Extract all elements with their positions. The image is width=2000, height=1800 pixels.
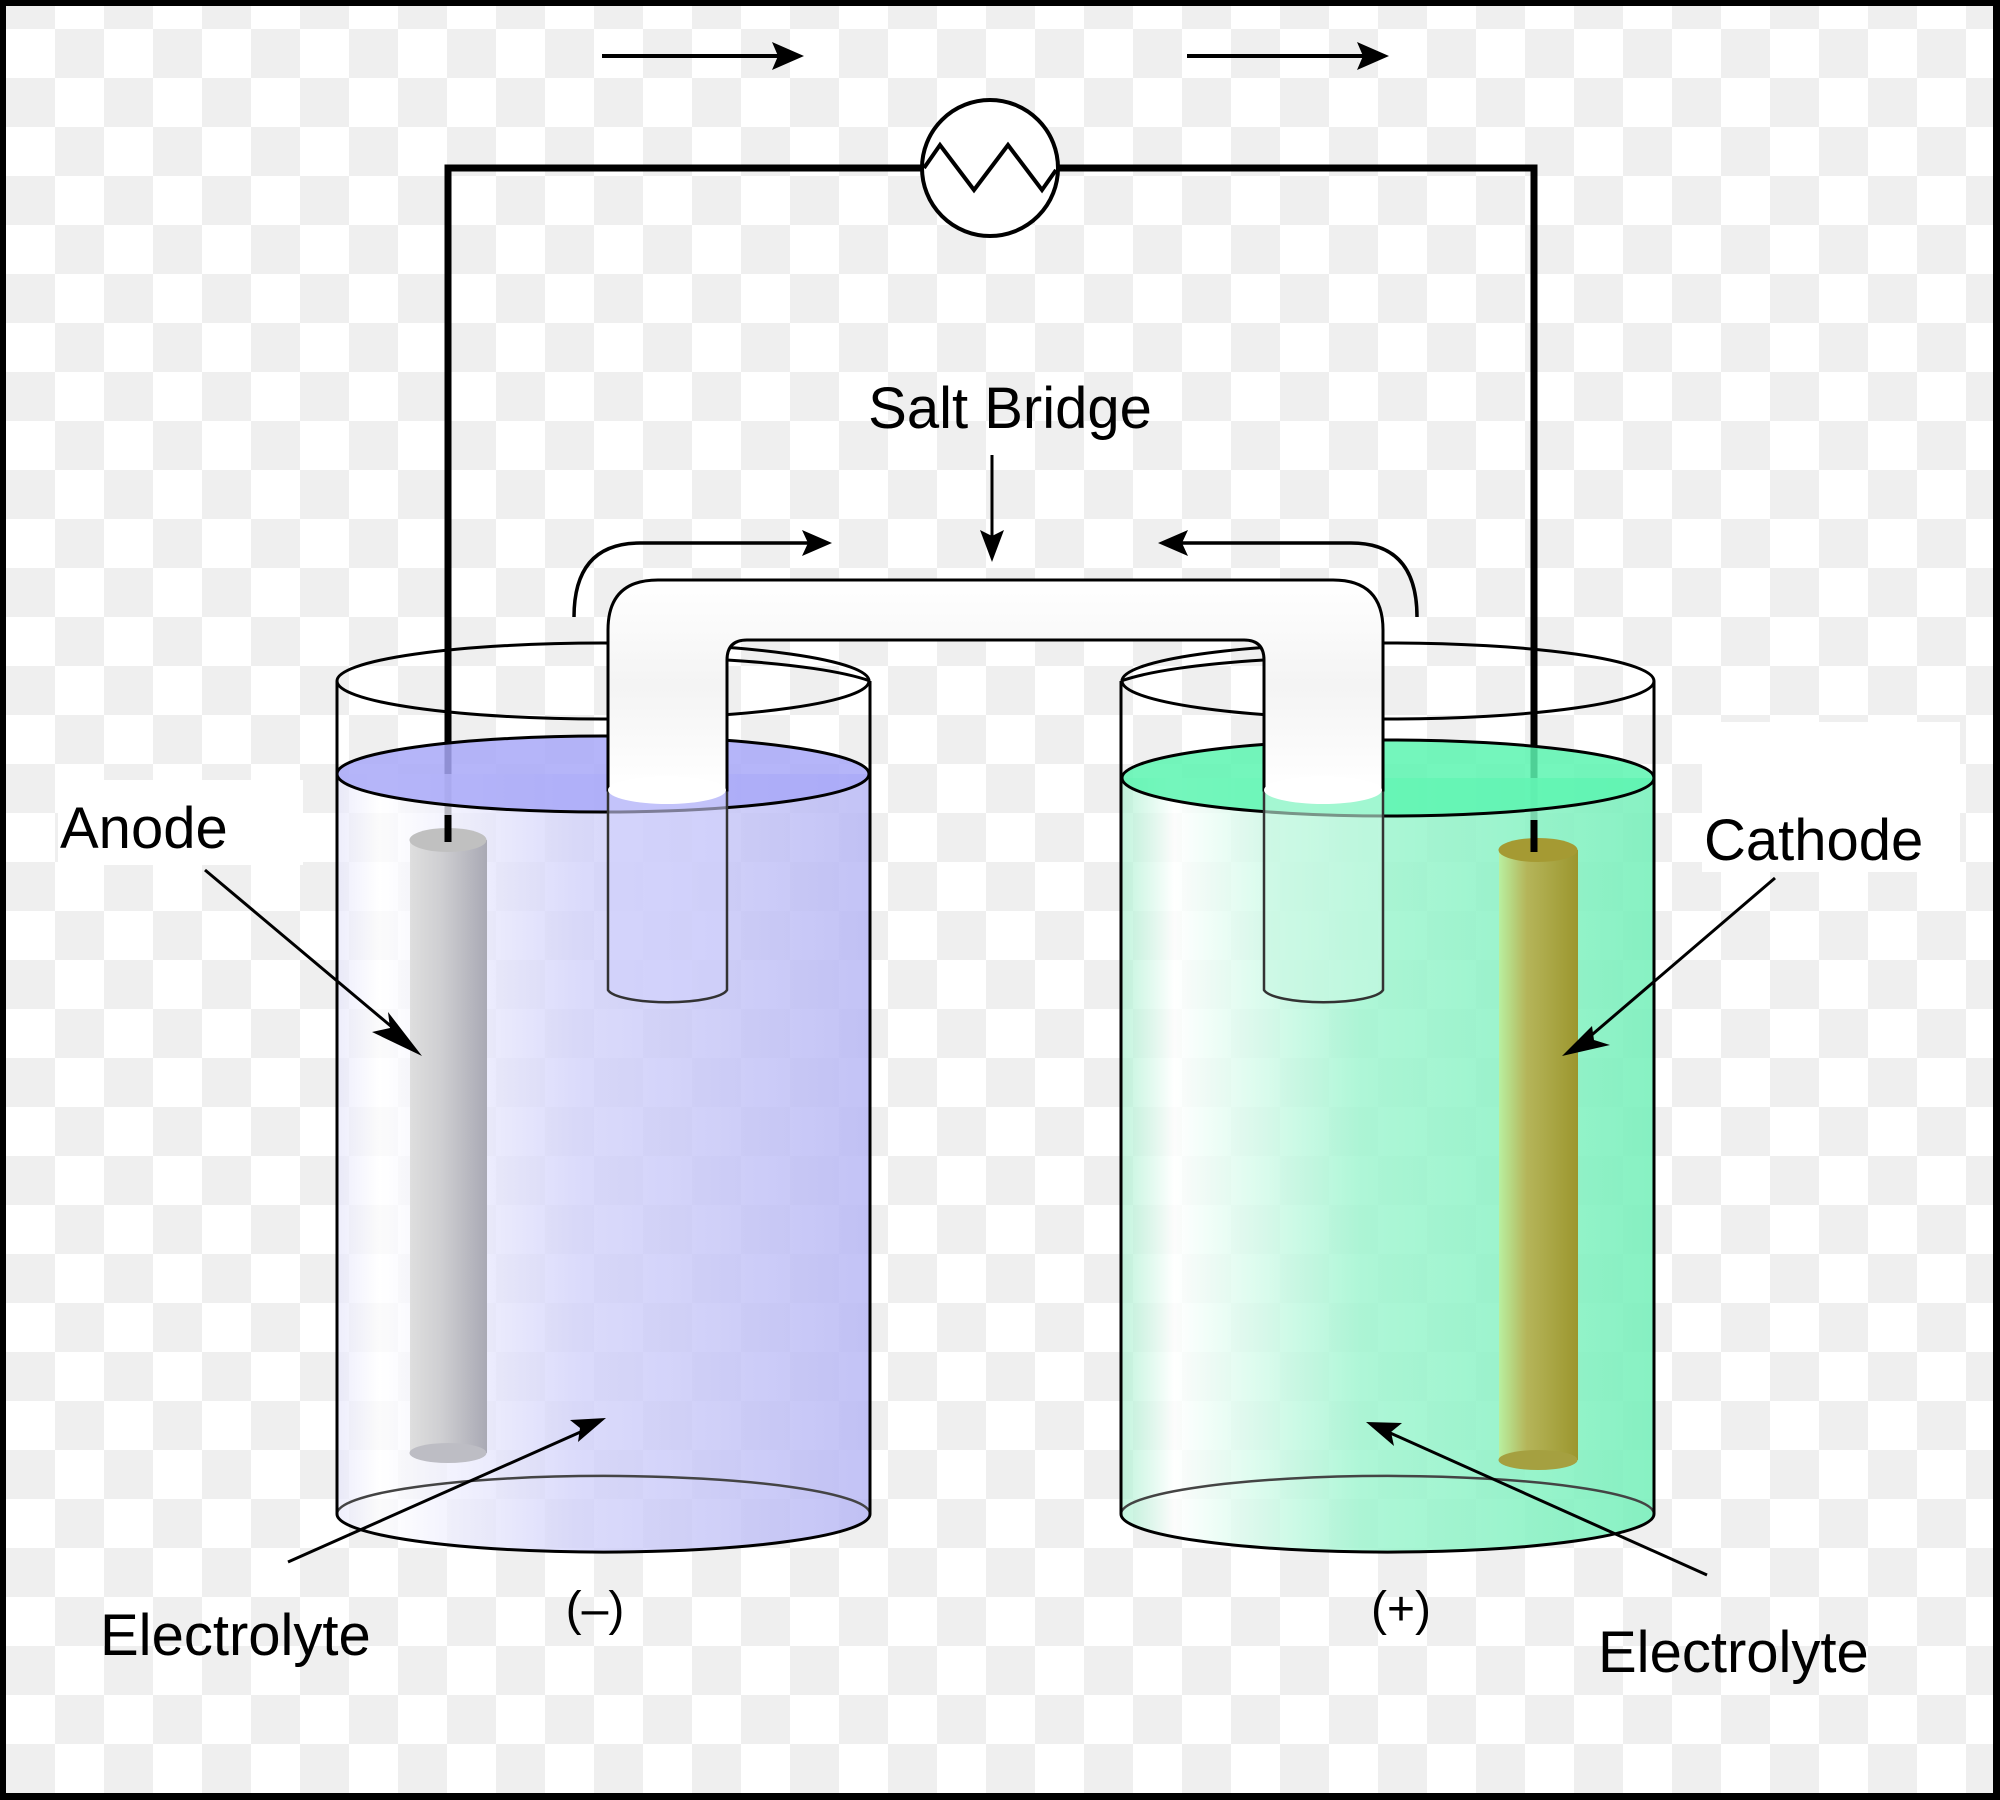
- right-electrolyte-pointer-arrow: [1366, 1422, 1708, 1577]
- left-electrolyte-pointer-arrow: [287, 1418, 606, 1564]
- anode-label: Anode: [60, 796, 228, 861]
- cathode-label: Cathode: [1704, 808, 1923, 873]
- salt-bridge-pointer-arrow: [980, 455, 1004, 562]
- ion-flow-arrow-left: [572, 530, 832, 618]
- anode-pointer-arrow: [204, 868, 422, 1056]
- salt-bridge-right-leg: [1262, 790, 1385, 1004]
- anode-rod: [409, 815, 487, 1463]
- anode-wire: [444, 164, 922, 842]
- anode-label-bg: [58, 780, 303, 865]
- cathode-wire: [1058, 164, 1538, 848]
- cathode-label-bg: [1702, 722, 1960, 872]
- right-electrolyte-label: Electrolyte: [1598, 1620, 1869, 1685]
- negative-terminal-label: (–): [566, 1583, 625, 1636]
- positive-terminal-label: (+): [1371, 1583, 1431, 1636]
- salt-bridge: [606, 578, 1385, 804]
- resistor-circle-icon: [920, 98, 1060, 238]
- salt-bridge-left-leg: [606, 790, 729, 1004]
- cathode-rod: [1498, 820, 1578, 1470]
- electron-flow-arrow-left: [602, 42, 804, 70]
- salt-bridge-label: Salt Bridge: [868, 376, 1152, 441]
- cathode-pointer-arrow: [1562, 876, 1776, 1056]
- checker-background: [6, 6, 1993, 1793]
- electron-flow-arrow-right: [1187, 42, 1389, 70]
- left-electrolyte-label: Electrolyte: [100, 1603, 371, 1668]
- ion-flow-arrow-right: [1158, 530, 1419, 618]
